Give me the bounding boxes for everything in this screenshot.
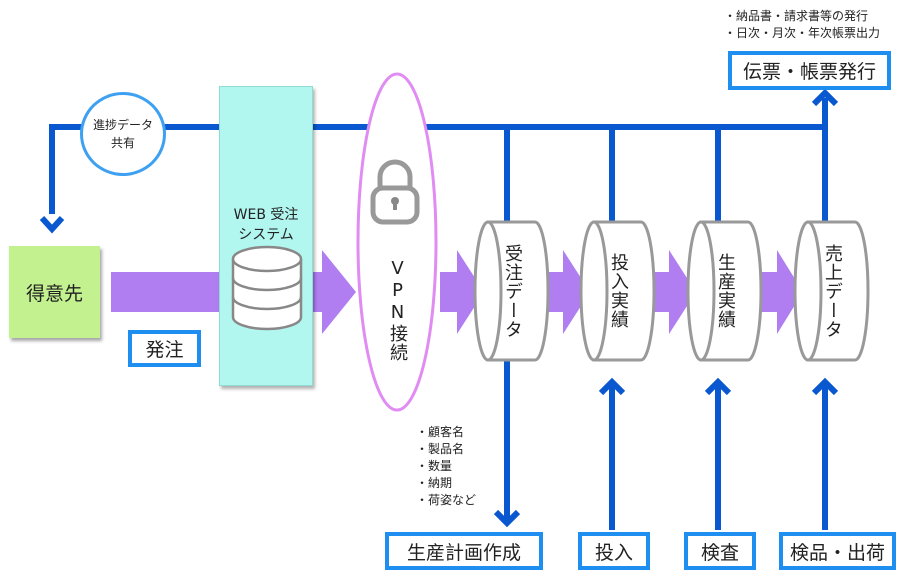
data-store-label-input-results: 投入実績 xyxy=(608,253,629,329)
vpn-label: VPN接続 xyxy=(387,258,408,362)
process-box-production-planning: 生産計画作成 xyxy=(385,532,543,570)
web-system-title-line1: WEB 受注 xyxy=(233,207,299,223)
web-system-title-line2: システム xyxy=(238,227,294,243)
process-box-inspection: 検査 xyxy=(684,532,756,570)
data-store-order-data xyxy=(473,220,550,362)
note-packaging: ・荷姿など xyxy=(416,493,477,507)
process-label-shipping: 検品・出荷 xyxy=(789,541,885,564)
order-label: 発注 xyxy=(145,339,184,361)
note-product-name: ・製品名 xyxy=(416,442,465,456)
arrow-down-to-client-head xyxy=(39,215,65,234)
client-box: 得意先 xyxy=(9,246,100,338)
progress-bubble-line1: 進捗データ xyxy=(92,118,153,132)
flow-arrow-vpn-to-order-data xyxy=(440,250,484,334)
report-output-label: 伝票・帳票発行 xyxy=(742,61,876,83)
order-label-box: 発注 xyxy=(128,330,201,367)
down-arrow-head-production-planning xyxy=(493,509,521,528)
progress-share-bubble: 進捗データ 共有 xyxy=(80,92,166,176)
vpn-ellipse xyxy=(356,72,438,412)
note-periodic-reports: ・日次・月次・年次帳票出力 xyxy=(724,26,881,40)
process-box-input: 投入 xyxy=(578,532,650,570)
flow-arrow-web-to-vpn xyxy=(312,250,356,334)
up-arrow-head-inspection xyxy=(704,377,732,396)
up-arrow-head-input xyxy=(598,377,626,396)
flow-arrow-order-to-input xyxy=(539,250,590,334)
data-store-label-production-results: 生産実績 xyxy=(715,253,736,329)
client-label: 得意先 xyxy=(25,282,83,305)
process-label-inspection: 検査 xyxy=(700,541,739,564)
note-invoice-issue: ・納品書・請求書等の発行 xyxy=(724,9,869,23)
flow-arrow-production-to-sales xyxy=(755,250,803,334)
data-store-label-sales-data: 売上データ xyxy=(822,243,843,339)
process-label-input: 投入 xyxy=(594,541,633,564)
progress-bubble-line2: 共有 xyxy=(110,136,135,150)
note-quantity: ・数量 xyxy=(416,459,453,473)
up-arrow-head-shipping xyxy=(811,377,839,396)
report-output-box: 伝票・帳票発行 xyxy=(728,51,891,90)
web-order-system: WEB 受注 システム xyxy=(219,86,313,386)
note-customer-name: ・顧客名 xyxy=(416,425,465,439)
data-store-label-order-data: 受注データ xyxy=(502,243,523,339)
process-box-shipping: 検品・出荷 xyxy=(779,532,896,570)
order-data-notes: ・顧客名 ・製品名 ・数量 ・納期 ・荷姿など xyxy=(416,424,476,509)
flow-arrow-input-to-production xyxy=(647,250,696,334)
data-share-bus-line xyxy=(49,124,825,214)
data-store-production-results xyxy=(686,220,763,362)
database-icon xyxy=(231,245,303,331)
data-store-sales-data xyxy=(793,220,870,362)
process-label-production-planning: 生産計画作成 xyxy=(406,541,521,564)
up-arrow-head-report xyxy=(811,88,839,107)
order-flow-band xyxy=(111,272,221,312)
note-delivery-date: ・納期 xyxy=(416,476,453,490)
data-store-input-results xyxy=(579,220,656,362)
report-output-notes: ・納品書・請求書等の発行 ・日次・月次・年次帳票出力 xyxy=(724,8,880,42)
lock-icon xyxy=(370,159,420,225)
web-system-title: WEB 受注 システム xyxy=(220,205,312,245)
